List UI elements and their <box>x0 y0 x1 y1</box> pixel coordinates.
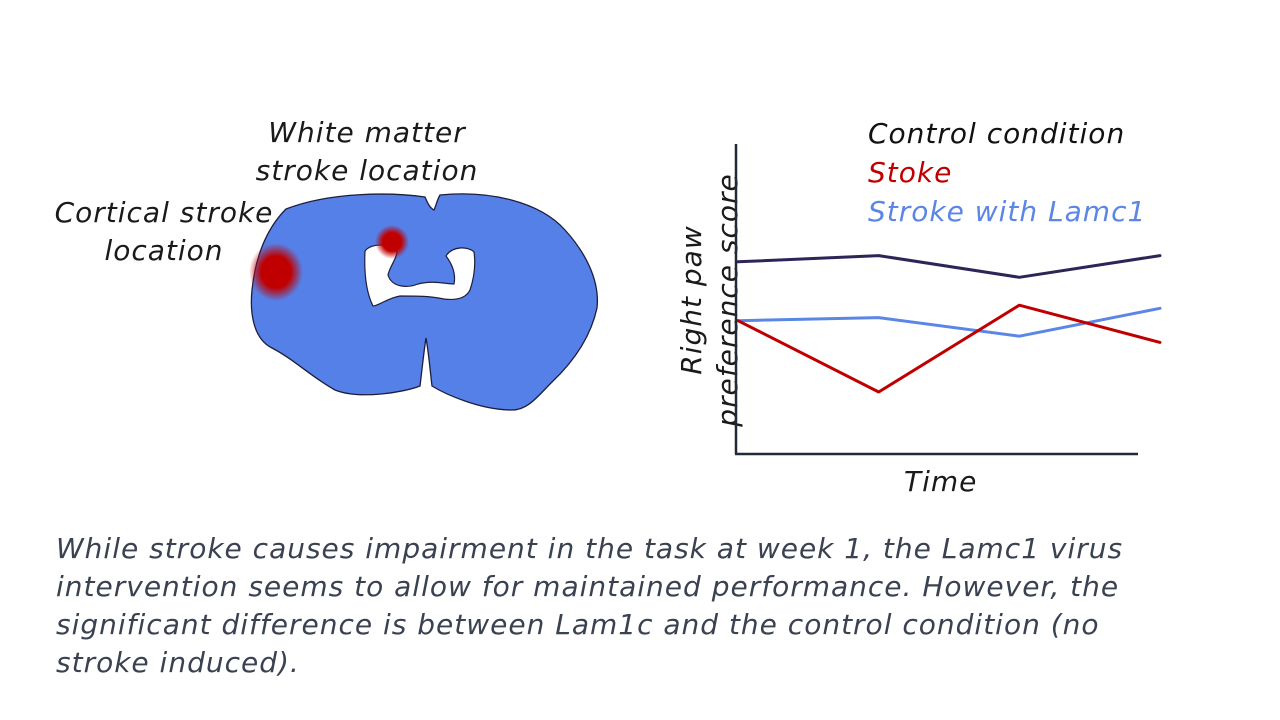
ventricle-cavity <box>364 244 476 307</box>
stroke-series-line <box>736 303 1162 394</box>
cortical-stroke-lesion <box>249 243 303 301</box>
cortical-label: Cortical stroke location <box>48 194 280 270</box>
line-chart <box>734 144 1162 456</box>
brain-section-diagram <box>249 193 599 411</box>
series-layer <box>736 254 1162 394</box>
legend-stroke: Stoke <box>868 156 953 189</box>
lamc1-series-line <box>736 306 1162 338</box>
white-matter-label-line2: stroke location <box>255 154 479 187</box>
caption-text: While stroke causes impairment in the ta… <box>56 532 1124 679</box>
chart-legend: Control condition Stoke Stroke with Lamc… <box>868 114 1146 231</box>
cortical-label-line2: location <box>104 234 224 267</box>
white-matter-label: White matter stroke location <box>252 114 482 190</box>
brain-outline <box>250 193 599 411</box>
x-axis-label: Time <box>904 465 978 498</box>
white-matter-stroke-lesion <box>375 225 409 259</box>
legend-stroke-lamc1: Stroke with Lamc1 <box>868 195 1147 228</box>
cortical-label-line1: Cortical stroke <box>54 196 274 229</box>
control-series-line <box>736 254 1162 279</box>
white-matter-label-line1: White matter <box>268 116 466 149</box>
legend-control: Control condition <box>868 117 1126 150</box>
